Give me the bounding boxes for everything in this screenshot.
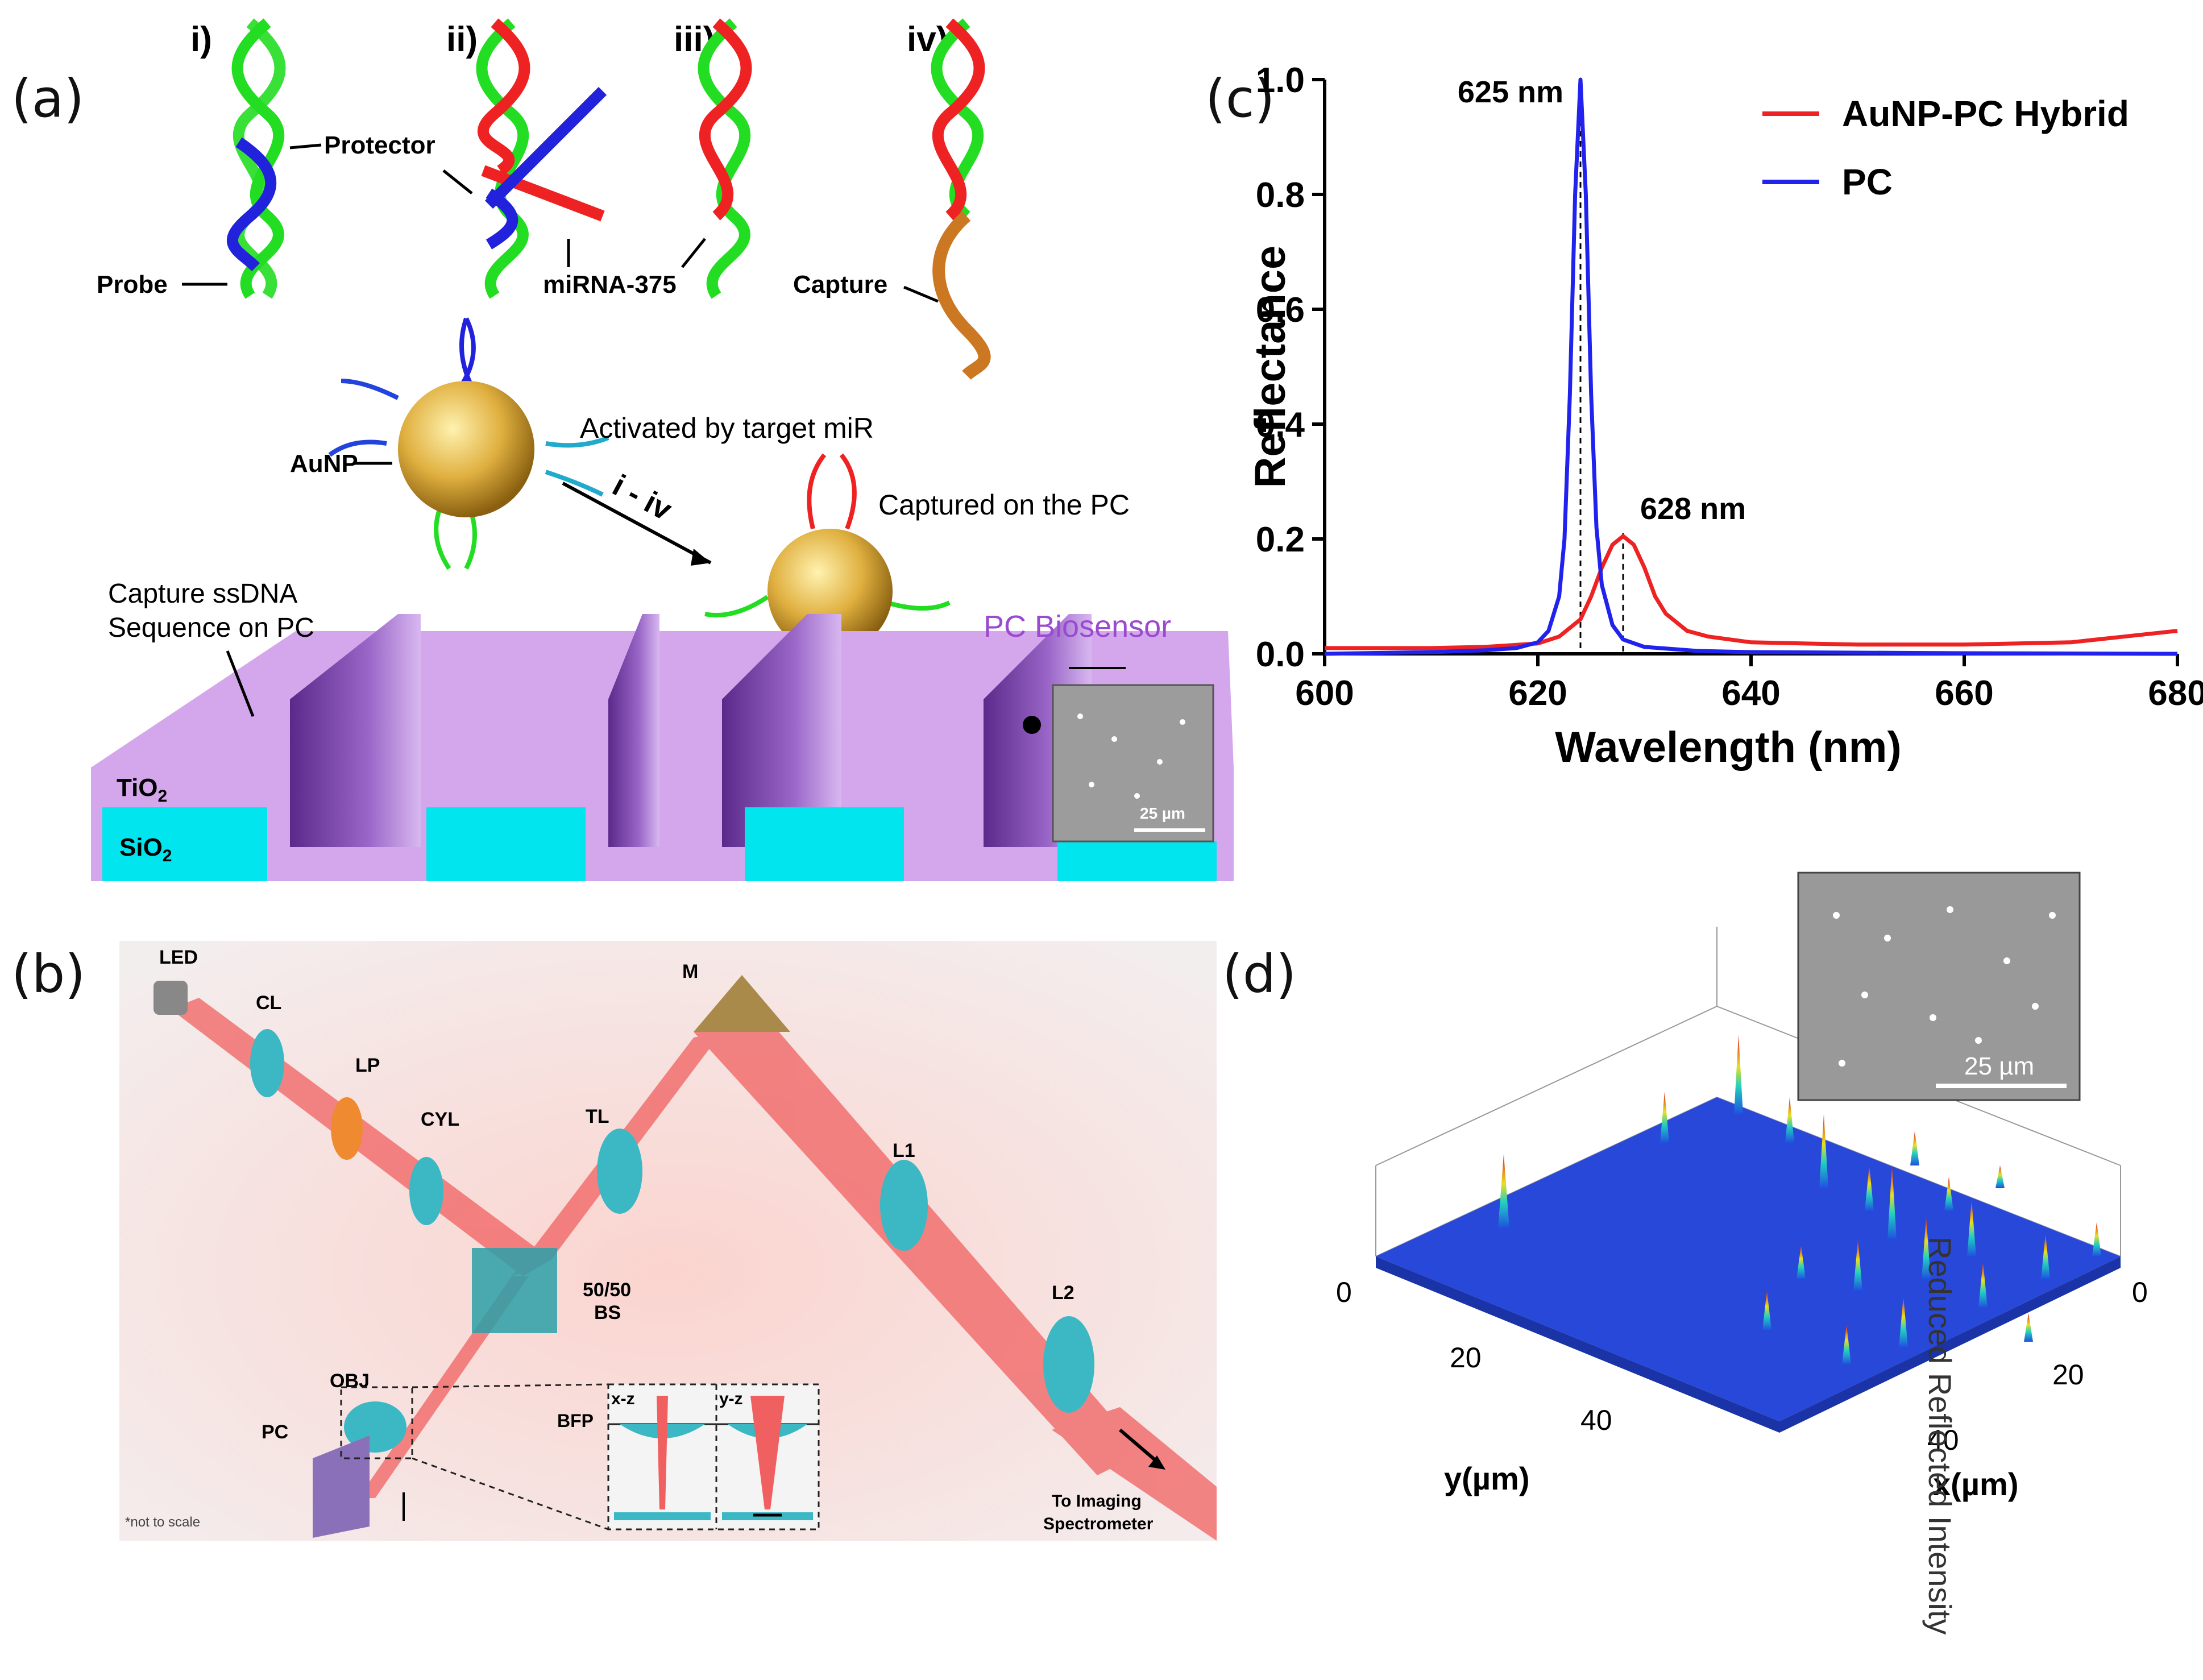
panel-d-surface-plot: 0 20 40 y(µm) 0 20 40 x(µm) 25 µm (1336, 872, 2148, 1502)
bs-label-2: BS (594, 1302, 621, 1324)
panel-c-label: (c) (1205, 68, 1275, 129)
series-line-pc (1324, 77, 2178, 656)
legend-label: AuNP-PC Hybrid (1842, 93, 2129, 134)
probe-label: Probe (97, 271, 168, 298)
lens-l1 (880, 1160, 928, 1251)
capture-label: Capture (793, 271, 887, 298)
y-axis-label-d: y(µm) (1444, 1461, 1530, 1496)
step-range-label: i - iv (607, 468, 678, 528)
x-tick-40: 40 (1927, 1424, 1959, 1456)
l1-label: L1 (893, 1140, 915, 1162)
y-tick-label: 0.8 (1256, 176, 1305, 215)
bs-label-1: 50/50 (583, 1279, 631, 1301)
x-tick-20: 20 (2052, 1359, 2084, 1391)
y-tick-label: 0.0 (1256, 635, 1305, 674)
sem-inset-d: 25 µm (1797, 872, 2081, 1101)
beam-splitter (472, 1248, 557, 1333)
step-i-label: i) (190, 20, 212, 59)
cyl-label: CYL (421, 1109, 459, 1130)
pc-biosensor-structure (91, 614, 1234, 881)
dest-label-1: To Imaging (1052, 1492, 1142, 1511)
mirror-m (694, 975, 790, 1032)
lens-tl (597, 1129, 642, 1214)
polarizer-lp (331, 1097, 363, 1160)
dest-label-2: Spectrometer (1043, 1515, 1154, 1533)
yz-label: y-z (719, 1389, 743, 1408)
y-tick-0: 0 (1336, 1276, 1352, 1308)
tl-label: TL (586, 1106, 609, 1127)
legend-label: PC (1842, 161, 1893, 202)
surface (1376, 1097, 2121, 1421)
y-tick-label: 1.0 (1256, 61, 1305, 100)
y-tick-label: 0.4 (1256, 405, 1305, 445)
z-axis-label-d: Reduced Reflected Intensity (1922, 1237, 1958, 1635)
scale-note: *not to scale (125, 1515, 200, 1530)
helix-mirna-probe (698, 18, 752, 299)
helix-displacement (476, 18, 607, 299)
lp-label: LP (355, 1055, 380, 1076)
series-line-aunp-pc-hybrid (1325, 534, 2178, 650)
panel-a-diagram: i) ii) iii) iv) Protector Probe miRNA-37… (91, 18, 1234, 881)
sem-scale-d: 25 µm (1964, 1052, 2034, 1080)
x-tick-label: 620 (1508, 674, 1567, 713)
x-axis-label-d: x(µm) (1933, 1466, 2019, 1502)
x-tick-0: 0 (2132, 1276, 2148, 1308)
x-tick-label: 660 (1935, 674, 1993, 713)
lens-cl (250, 1029, 284, 1097)
step-ii-label: ii) (446, 20, 478, 59)
mirna-label: miRNA-375 (543, 271, 677, 298)
panel-a-label: (a) (11, 68, 85, 129)
x-tick-label: 640 (1721, 674, 1780, 713)
pc-sample (313, 1436, 370, 1538)
led-source (153, 981, 188, 1015)
obj-label: OBJ (330, 1370, 370, 1392)
pc-biosensor-label: PC Biosensor (984, 609, 1171, 644)
led-label: LED (159, 947, 198, 968)
l2-label: L2 (1052, 1282, 1074, 1304)
sio2-label: SiO2 (119, 833, 172, 865)
y-axis-label: Reflectance (1246, 246, 1295, 488)
captured-label: Captured on the PC (878, 489, 1130, 521)
aunp-label: AuNP (290, 450, 358, 478)
x-axis-label: Wavelength (nm) (1555, 723, 1901, 771)
reflectance-chart: 600 620 640 660 680 0.0 0.2 0.4 0.6 0.8 1.0Wavelen… (1246, 61, 2203, 771)
protector-label: Protector (324, 131, 435, 159)
xz-label: x-z (611, 1389, 635, 1408)
pc-label-b: PC (262, 1421, 288, 1443)
y-tick-label: 0.6 (1256, 291, 1305, 330)
panel-b-optics: LED CL LP CYL TL M L1 L2 50/50 BS OBJ PC… (119, 941, 1217, 1541)
sem-inset-a: 25 µm (1052, 667, 1214, 843)
activated-label: Activated by target miR (580, 412, 874, 444)
y-tick-40: 40 (1580, 1404, 1612, 1436)
bfp-label: BFP (557, 1411, 594, 1431)
helix-probe-protector (226, 18, 286, 299)
cl-label: CL (256, 992, 281, 1014)
x-tick-label: 680 (2148, 674, 2203, 713)
capture-seq-label-1: Capture ssDNA (108, 579, 297, 609)
panel-d-label: (d) (1222, 944, 1297, 1005)
aunp-particle-1 (328, 317, 609, 570)
helix-capture (931, 18, 991, 380)
sem-scale-a: 25 µm (1140, 804, 1185, 822)
bfp-inset: x-z y-z BFP (340, 1383, 820, 1530)
m-label: M (682, 961, 698, 982)
capture-seq-label-2: Sequence on PC (108, 613, 314, 643)
y-tick-label: 0.2 (1256, 520, 1305, 559)
annotation-625nm: 625 nm (1458, 75, 1563, 109)
x-tick-label: 600 (1295, 674, 1354, 713)
panel-b-label: (b) (11, 944, 86, 1005)
tio2-label: TiO2 (117, 774, 167, 806)
annotation-628nm: 628 nm (1640, 492, 1746, 526)
lens-cyl (409, 1157, 443, 1225)
y-tick-20: 20 (1450, 1342, 1482, 1374)
lens-l2 (1043, 1316, 1094, 1413)
